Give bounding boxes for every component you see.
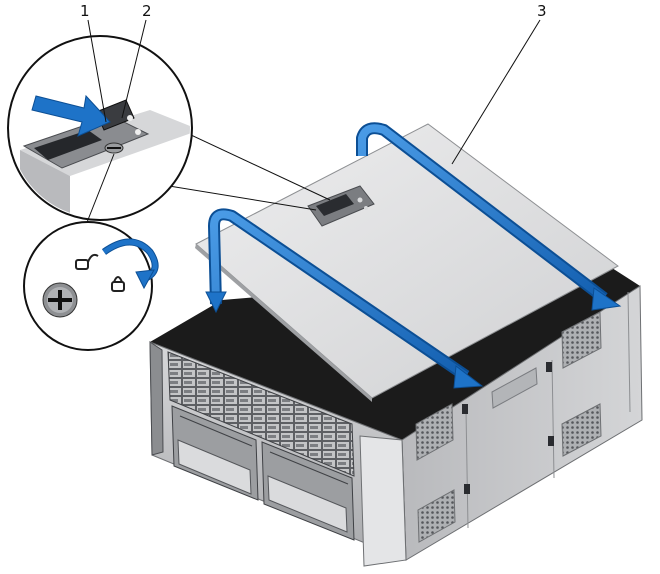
side-panel-seams [465,291,631,529]
latch-detail-inset [7,35,331,241]
lock-screw-head [42,282,78,318]
callout-1: 1 [80,2,90,20]
callout-3-leader [451,19,541,165]
side-panel-label-recess [491,367,538,409]
drive-bay-grid [167,351,355,477]
callout-leaders [87,19,541,165]
callout-1-leader [87,19,107,123]
callout-2: 2 [142,2,152,20]
lock-rotation-inset [23,221,159,351]
chassis-left-handle [149,341,164,456]
cover-release-latch [307,185,375,227]
arrow-rear-cover [356,122,622,311]
side-panel-vents [415,311,602,543]
lock-open-icon [75,253,99,270]
chassis-cover [195,123,619,402]
callout-2-leader [121,19,147,119]
rotate-arrow-icon [101,238,159,290]
cover-edge [195,244,372,402]
side-panel-latches [462,362,554,494]
cover-top [195,123,619,399]
arrow-front-cover [205,208,484,389]
callout-3: 3 [537,2,547,20]
blade-slots [171,405,355,541]
chassis-front-rail [359,435,407,567]
press-arrow [31,94,111,137]
lock-closed-icon [111,276,125,292]
